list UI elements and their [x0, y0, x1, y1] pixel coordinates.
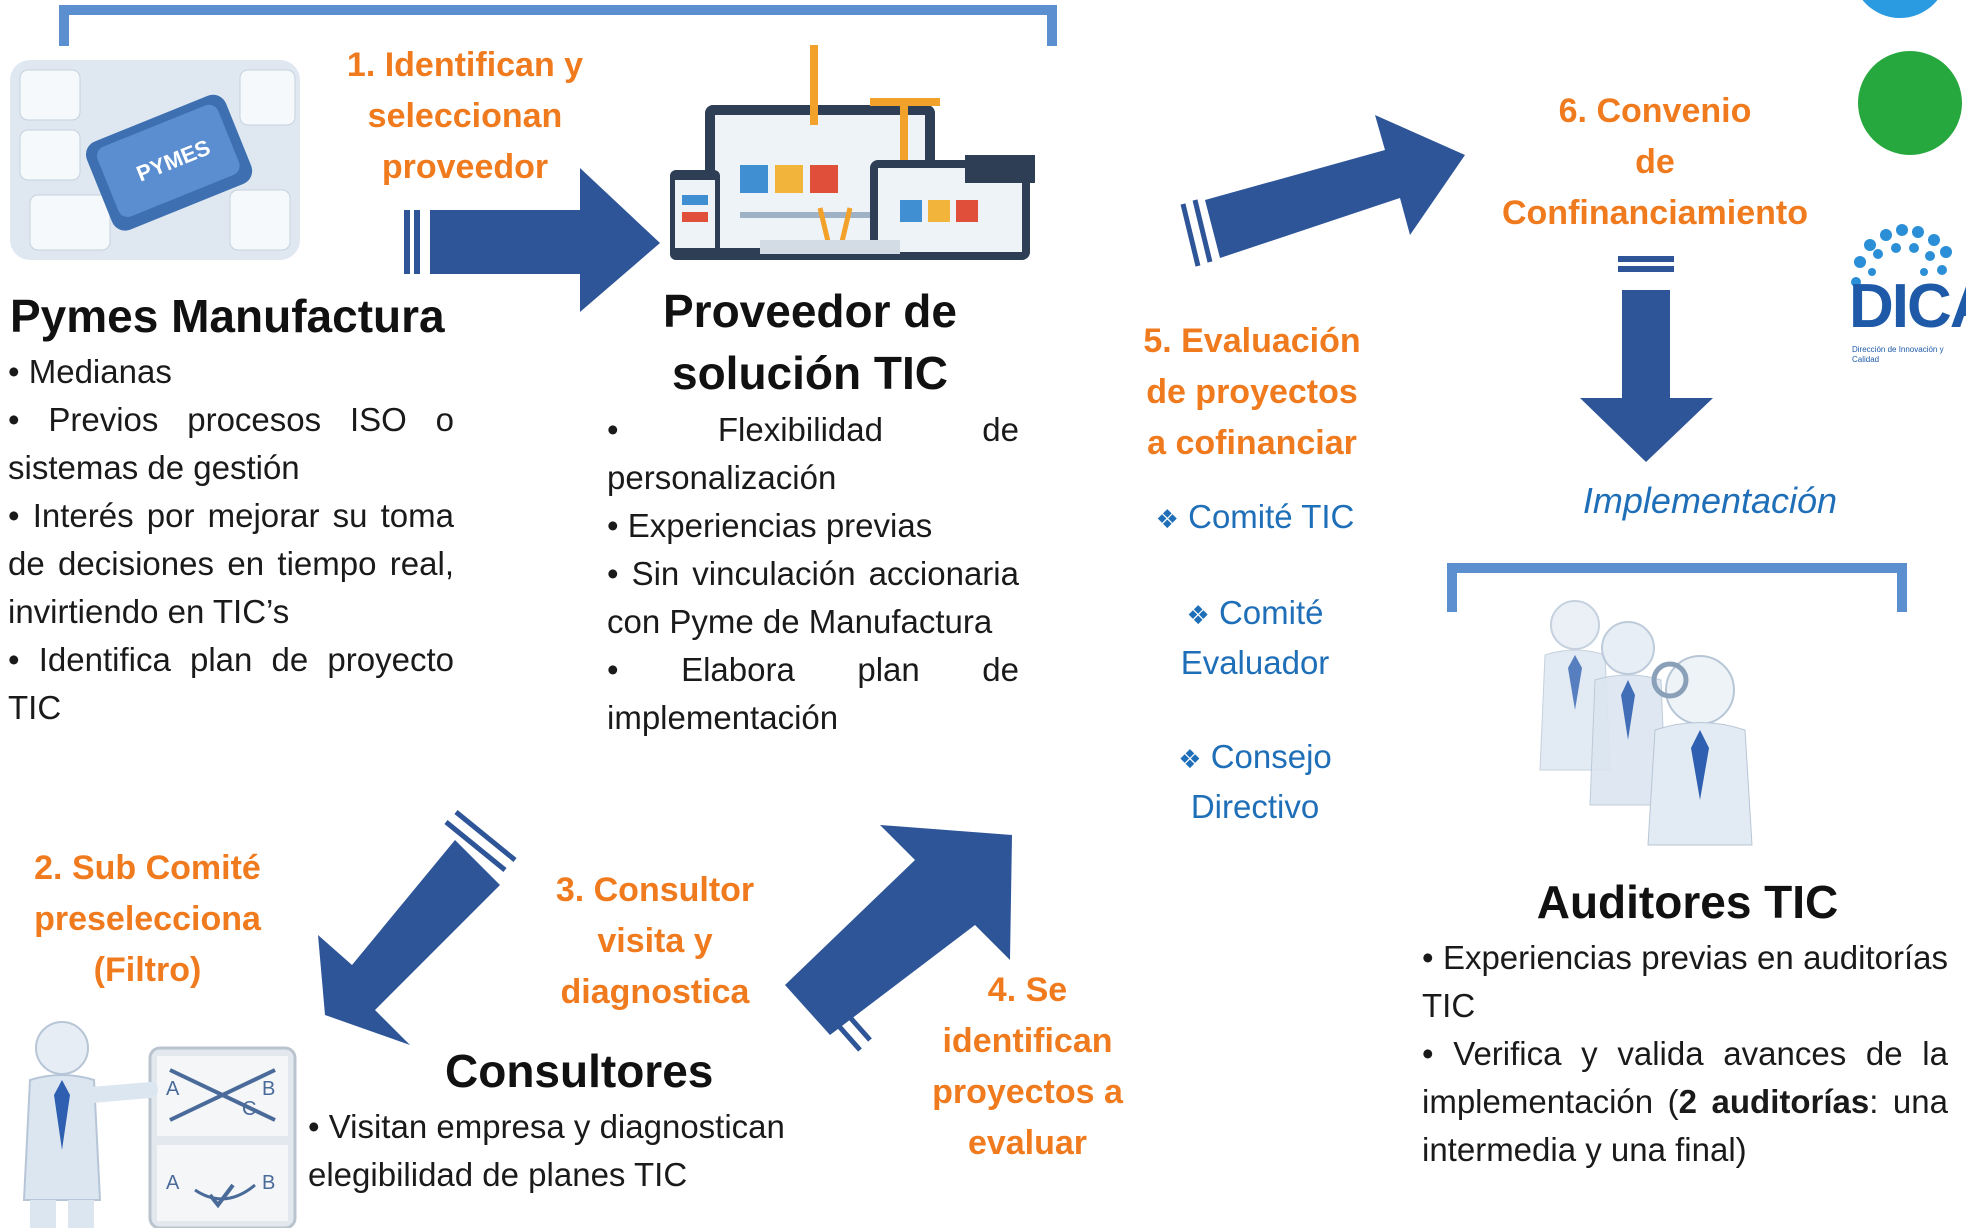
- top-bracket: [59, 5, 1057, 46]
- proveedor-illustration: [670, 45, 1035, 260]
- pymes-bullets: • Medianas • Previos procesos ISO o sist…: [8, 348, 454, 732]
- committee-consejo-directivo: ❖ Consejo Directivo: [1178, 738, 1332, 825]
- auditors-figures: [1539, 600, 1753, 846]
- auditors-bracket: [1447, 563, 1907, 612]
- consultores-title: Consultores: [445, 1045, 714, 1097]
- pymes-keyboard-image: [10, 60, 300, 260]
- consultores-board-image: [148, 1046, 297, 1228]
- arrow-step-1: [404, 168, 660, 312]
- list-item: • Visitan empresa y diagnostican elegibi…: [308, 1108, 785, 1193]
- list-item: • Previos procesos ISO o sistemas de ges…: [8, 401, 454, 486]
- auditores-title: Auditores TIC: [1536, 876, 1839, 928]
- list-item: • Experiencias previas en auditorías TIC: [1422, 939, 1948, 1024]
- consultores-bullet: • Visitan empresa y diagnostican elegibi…: [308, 1103, 848, 1199]
- auditores-bullets: • Experiencias previas en auditorías TIC…: [1422, 934, 1948, 1174]
- dica-logo: DICA: [1849, 272, 1966, 341]
- list-item: • Identifica plan de proyecto TIC: [8, 641, 454, 726]
- arrow-step-5: [1205, 115, 1465, 258]
- list-item: • Sin vinculación accionaria con Pyme de…: [607, 555, 1019, 640]
- list-item: • Elabora plan de implementación: [607, 651, 1019, 736]
- diamond-bullet-icon: ❖: [1155, 504, 1179, 534]
- list-item: • Verifica y valida avances de la implem…: [1422, 1035, 1948, 1168]
- proveedor-bullets: • Flexibilidad de personalización • Expe…: [607, 406, 1019, 742]
- board-letter-b: B: [262, 1078, 276, 1100]
- implementacion-label: Implementación: [1582, 480, 1838, 521]
- diamond-bullet-icon: ❖: [1186, 600, 1210, 630]
- pymes-title: Pymes Manufactura: [10, 290, 445, 342]
- dica-logo-tagline: Dirección de Innovación y Calidad: [1852, 345, 1944, 364]
- list-item: • Medianas: [8, 353, 172, 390]
- arrow-step-2: [318, 840, 500, 1045]
- committee-comite-evaluador: ❖ Comité Evaluador: [1180, 594, 1330, 681]
- arrow-step-4-lines: [805, 978, 872, 1052]
- list-item: • Experiencias previas: [607, 507, 933, 544]
- green-circle: [1858, 51, 1962, 155]
- board-letter-a2: A: [166, 1172, 180, 1194]
- board-letter-b2: B: [262, 1172, 276, 1194]
- board-letter-c: C: [242, 1098, 257, 1120]
- list-item: • Flexibilidad de personalización: [607, 411, 1019, 496]
- dica-logo-dots: [1851, 224, 1952, 287]
- diamond-bullet-icon: ❖: [1178, 744, 1202, 774]
- arrow-step-5-lines: [1180, 199, 1213, 267]
- arrow-step-6: [1580, 256, 1713, 462]
- blue-circle: [1862, 0, 1938, 18]
- arrow-step-4: [785, 825, 1012, 1035]
- board-letter-a: A: [166, 1078, 180, 1100]
- consultant-figure: [22, 1021, 158, 1228]
- committee-comite-tic: ❖ Comité TIC: [1155, 498, 1355, 535]
- list-item: • Interés por mejorar su toma de decisio…: [8, 497, 454, 630]
- arrow-step-2-lines: [444, 810, 517, 872]
